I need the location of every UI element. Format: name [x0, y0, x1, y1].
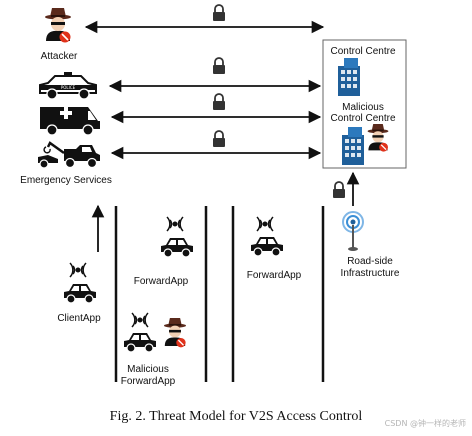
malicious-forward-spy-icon — [163, 317, 187, 349]
police-car-icon: POLICE — [39, 72, 97, 100]
attacker-label: Attacker — [40, 51, 78, 62]
lock-icon — [212, 130, 226, 148]
client-car-icon — [63, 283, 97, 304]
client-app-label: ClientApp — [57, 313, 101, 324]
forward-app-label-2: ForwardApp — [246, 270, 302, 281]
forward-wifi-icon-2 — [256, 216, 274, 232]
malicious-control-centre-label-1: Malicious — [342, 102, 384, 113]
road-side-label-1: Road-side — [347, 256, 393, 267]
figure-caption: Fig. 2. Threat Model for V2S Access Cont… — [109, 409, 363, 424]
tow-truck-icon — [38, 141, 100, 169]
emergency-services-label: Emergency Services — [20, 175, 112, 186]
malicious-forward-app-label-1: Malicious — [127, 364, 169, 375]
malicious-control-centre-label-2: Control Centre — [330, 113, 396, 124]
client-wifi-icon — [69, 262, 87, 278]
control-centre-box — [322, 39, 407, 169]
lock-icon — [212, 4, 226, 22]
lock-icon — [212, 93, 226, 111]
police-text: POLICE — [61, 85, 76, 90]
forward-wifi-icon-1 — [166, 216, 184, 232]
lock-icon — [212, 57, 226, 75]
malicious-forward-car-icon — [123, 332, 157, 353]
forward-app-label-1: ForwardApp — [133, 276, 189, 287]
forward-car-icon-1 — [160, 237, 194, 258]
control-centre-label: Control Centre — [330, 46, 396, 57]
watermark: CSDN @钟一样的老师 — [384, 419, 466, 428]
ambulance-icon — [40, 107, 100, 136]
malicious-forward-wifi-icon — [131, 312, 149, 328]
road-side-antenna-icon — [342, 211, 364, 251]
road-side-label-2: Infrastructure — [340, 268, 400, 279]
lock-icon — [332, 181, 346, 199]
forward-car-icon-2 — [250, 236, 284, 257]
malicious-forward-app-label-2: ForwardApp — [120, 376, 176, 387]
attacker-icon — [44, 7, 72, 44]
